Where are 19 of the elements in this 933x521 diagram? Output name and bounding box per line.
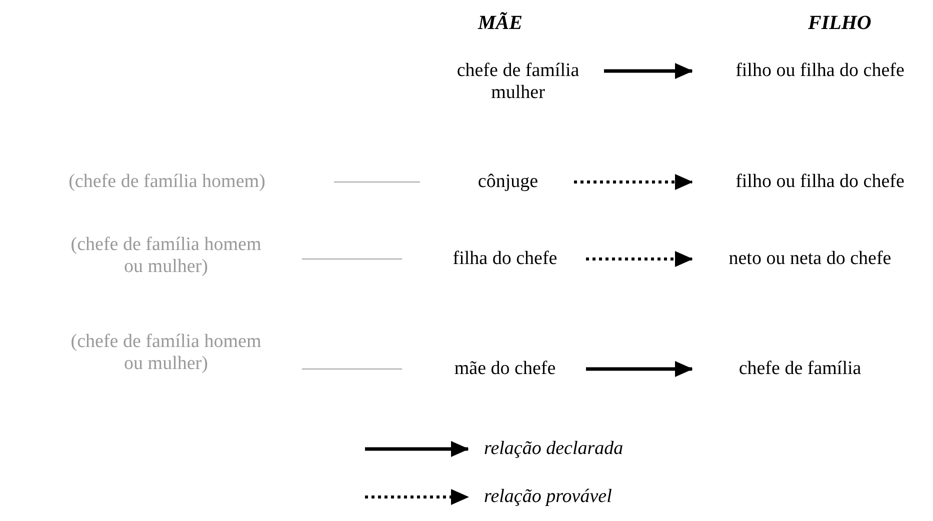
node-label: filho ou filha do chefe [692,60,933,82]
node-label: chefe de família [692,358,908,380]
node-label: mãe do chefe [432,358,578,380]
column-header: FILHO [808,12,872,35]
arrow [574,174,693,190]
node-label: filha do chefe [432,248,578,270]
node-label: (chefe de família homem ou mulher) [60,331,272,375]
node-label: (chefe de família homem) [30,171,304,193]
node-label: chefe de família mulher [440,60,596,104]
legend-text: relação declarada [484,438,624,460]
arrow [586,251,693,267]
arrow [604,63,693,79]
node-label: (chefe de família homem ou mulher) [60,234,272,278]
legend-text: relação provável [484,486,612,508]
node-label: cônjuge [450,171,566,193]
column-header: MÃE [478,12,522,35]
node-label: neto ou neta do chefe [692,248,928,270]
arrow [586,361,693,377]
node-label: filho ou filha do chefe [692,171,933,193]
